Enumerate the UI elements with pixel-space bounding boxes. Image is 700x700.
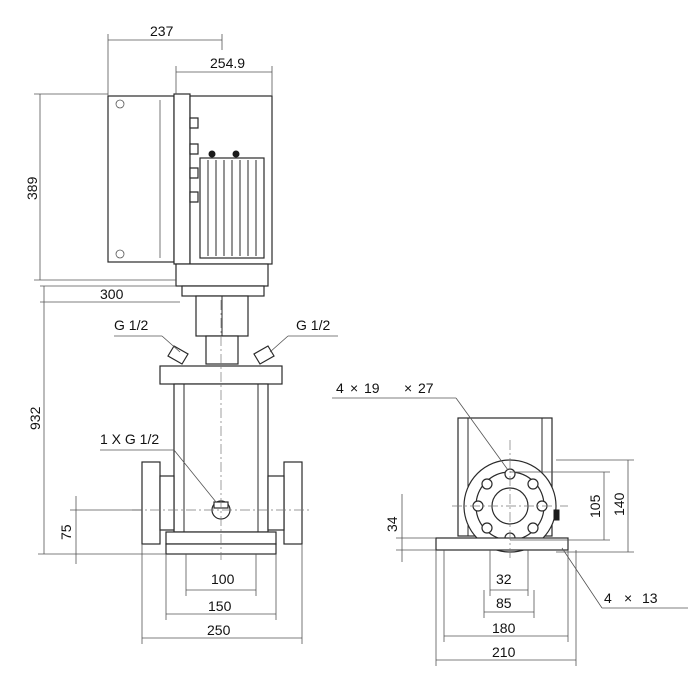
- label-foot-holes-d: 13: [642, 590, 658, 606]
- label-flange-holes: 4 × 19 × 27: [336, 380, 434, 396]
- dim-base-inner: 100: [211, 571, 235, 587]
- label-vent-right: G 1/2: [296, 317, 330, 333]
- dim-base-offset: 300: [100, 286, 124, 302]
- side-view: [435, 417, 569, 560]
- dim-flange-outer: 140: [611, 492, 627, 516]
- dim-flange-bore: 32: [496, 571, 512, 587]
- label-flange-holes-d2: 27: [418, 380, 434, 396]
- dim-flange-pitch: 85: [496, 595, 512, 611]
- vent-plug-left: [167, 345, 189, 365]
- side-foot: [435, 537, 569, 551]
- dim-foot-height: 34: [384, 516, 400, 532]
- label-drain: 1 X G 1/2: [100, 431, 159, 447]
- dim-foot-outer: 210: [492, 644, 516, 660]
- vent-plug-right: [253, 345, 275, 365]
- dim-flange-bolt-circle: 105: [587, 494, 603, 518]
- label-foot-holes: 4 × 13: [604, 590, 658, 606]
- dim-base-outer: 250: [207, 622, 231, 638]
- dim-motor-depth: 254.9: [210, 55, 245, 71]
- svg-text:×: ×: [404, 380, 412, 396]
- motor-terminal-box: [107, 95, 175, 263]
- label-foot-holes-count: 4: [604, 590, 612, 606]
- dim-inlet-height: 75: [58, 524, 74, 540]
- dim-motor-width: 237: [150, 23, 174, 39]
- dim-motor-height: 389: [24, 176, 40, 200]
- svg-text:×: ×: [624, 590, 632, 606]
- dim-foot-inner: 180: [492, 620, 516, 636]
- side-view-dimensions: 4 × 19 × 27 34 105 140 32 85: [332, 380, 688, 666]
- motor-fin-lines: [207, 160, 257, 256]
- svg-text:×: ×: [350, 380, 358, 396]
- label-flange-holes-d1: 19: [364, 380, 380, 396]
- label-flange-holes-count: 4: [336, 380, 344, 396]
- dim-total-height: 932: [27, 406, 43, 430]
- motor-cover: [173, 93, 191, 265]
- label-vent-left: G 1/2: [114, 317, 148, 333]
- dim-base-mid: 150: [208, 598, 232, 614]
- outlet-flange: [283, 461, 303, 545]
- inlet-flange: [141, 461, 161, 545]
- motor-stool: [175, 263, 269, 287]
- cable-glands: [189, 117, 199, 203]
- front-view-dimensions: 237 254.9 389 300 932 75 100 150: [24, 23, 338, 644]
- front-view: [107, 93, 310, 560]
